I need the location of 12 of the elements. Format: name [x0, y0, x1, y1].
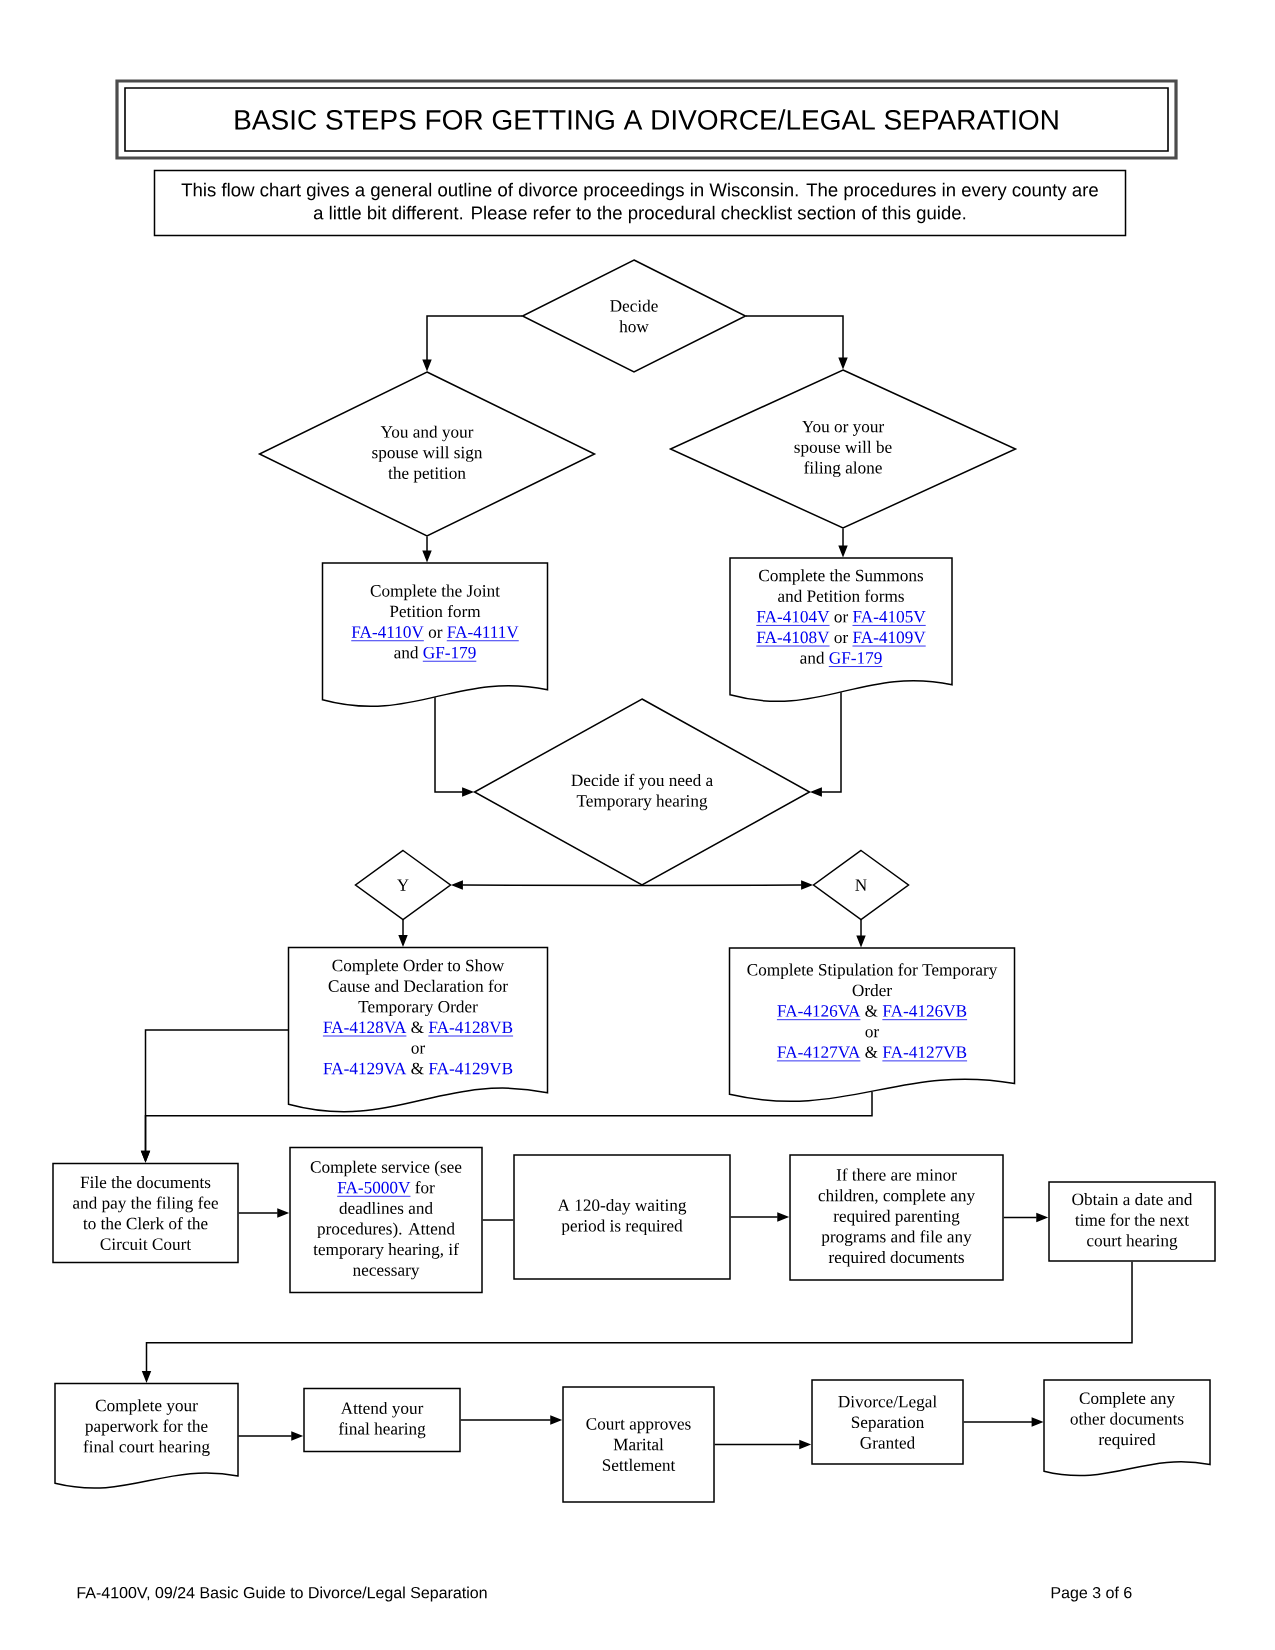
footer-text: Page 3 of 6	[1051, 1586, 1132, 1602]
process-box: A 120-day waiting period is required	[513, 1154, 731, 1280]
process-box: Obtain a date and time for the next court hearing	[1048, 1181, 1216, 1262]
title-banner: BASIC STEPS FOR GETTING A DIVORCE/LEGAL SEPARATION	[115, 79, 1178, 160]
process-box: Court approves Marital Settlement	[562, 1386, 715, 1503]
process-box: If there are minor children, complete any required parenting programs and file any required documents	[789, 1154, 1004, 1281]
process-box: Attend your final hearing	[303, 1387, 461, 1453]
process-box: File the documents and pay the filing fee to the Clerk of the Circuit Court	[52, 1162, 239, 1264]
footer-text: FA-4100V, 09/24 Basic Guide to Divorce/Legal Separation	[77, 1586, 487, 1602]
process-box: Complete service (see FA-5000V for deadlines and procedures). Attend temporary hearing, if necessary	[289, 1146, 483, 1294]
process-box: Divorce/Legal Separation Granted	[811, 1379, 964, 1465]
note-box: This flow chart gives a general outline of divorce proceedings in Wisconsin. The procedures in every county are a little bit different. Please refer to the procedural checklist section of this guide.	[153, 169, 1127, 237]
